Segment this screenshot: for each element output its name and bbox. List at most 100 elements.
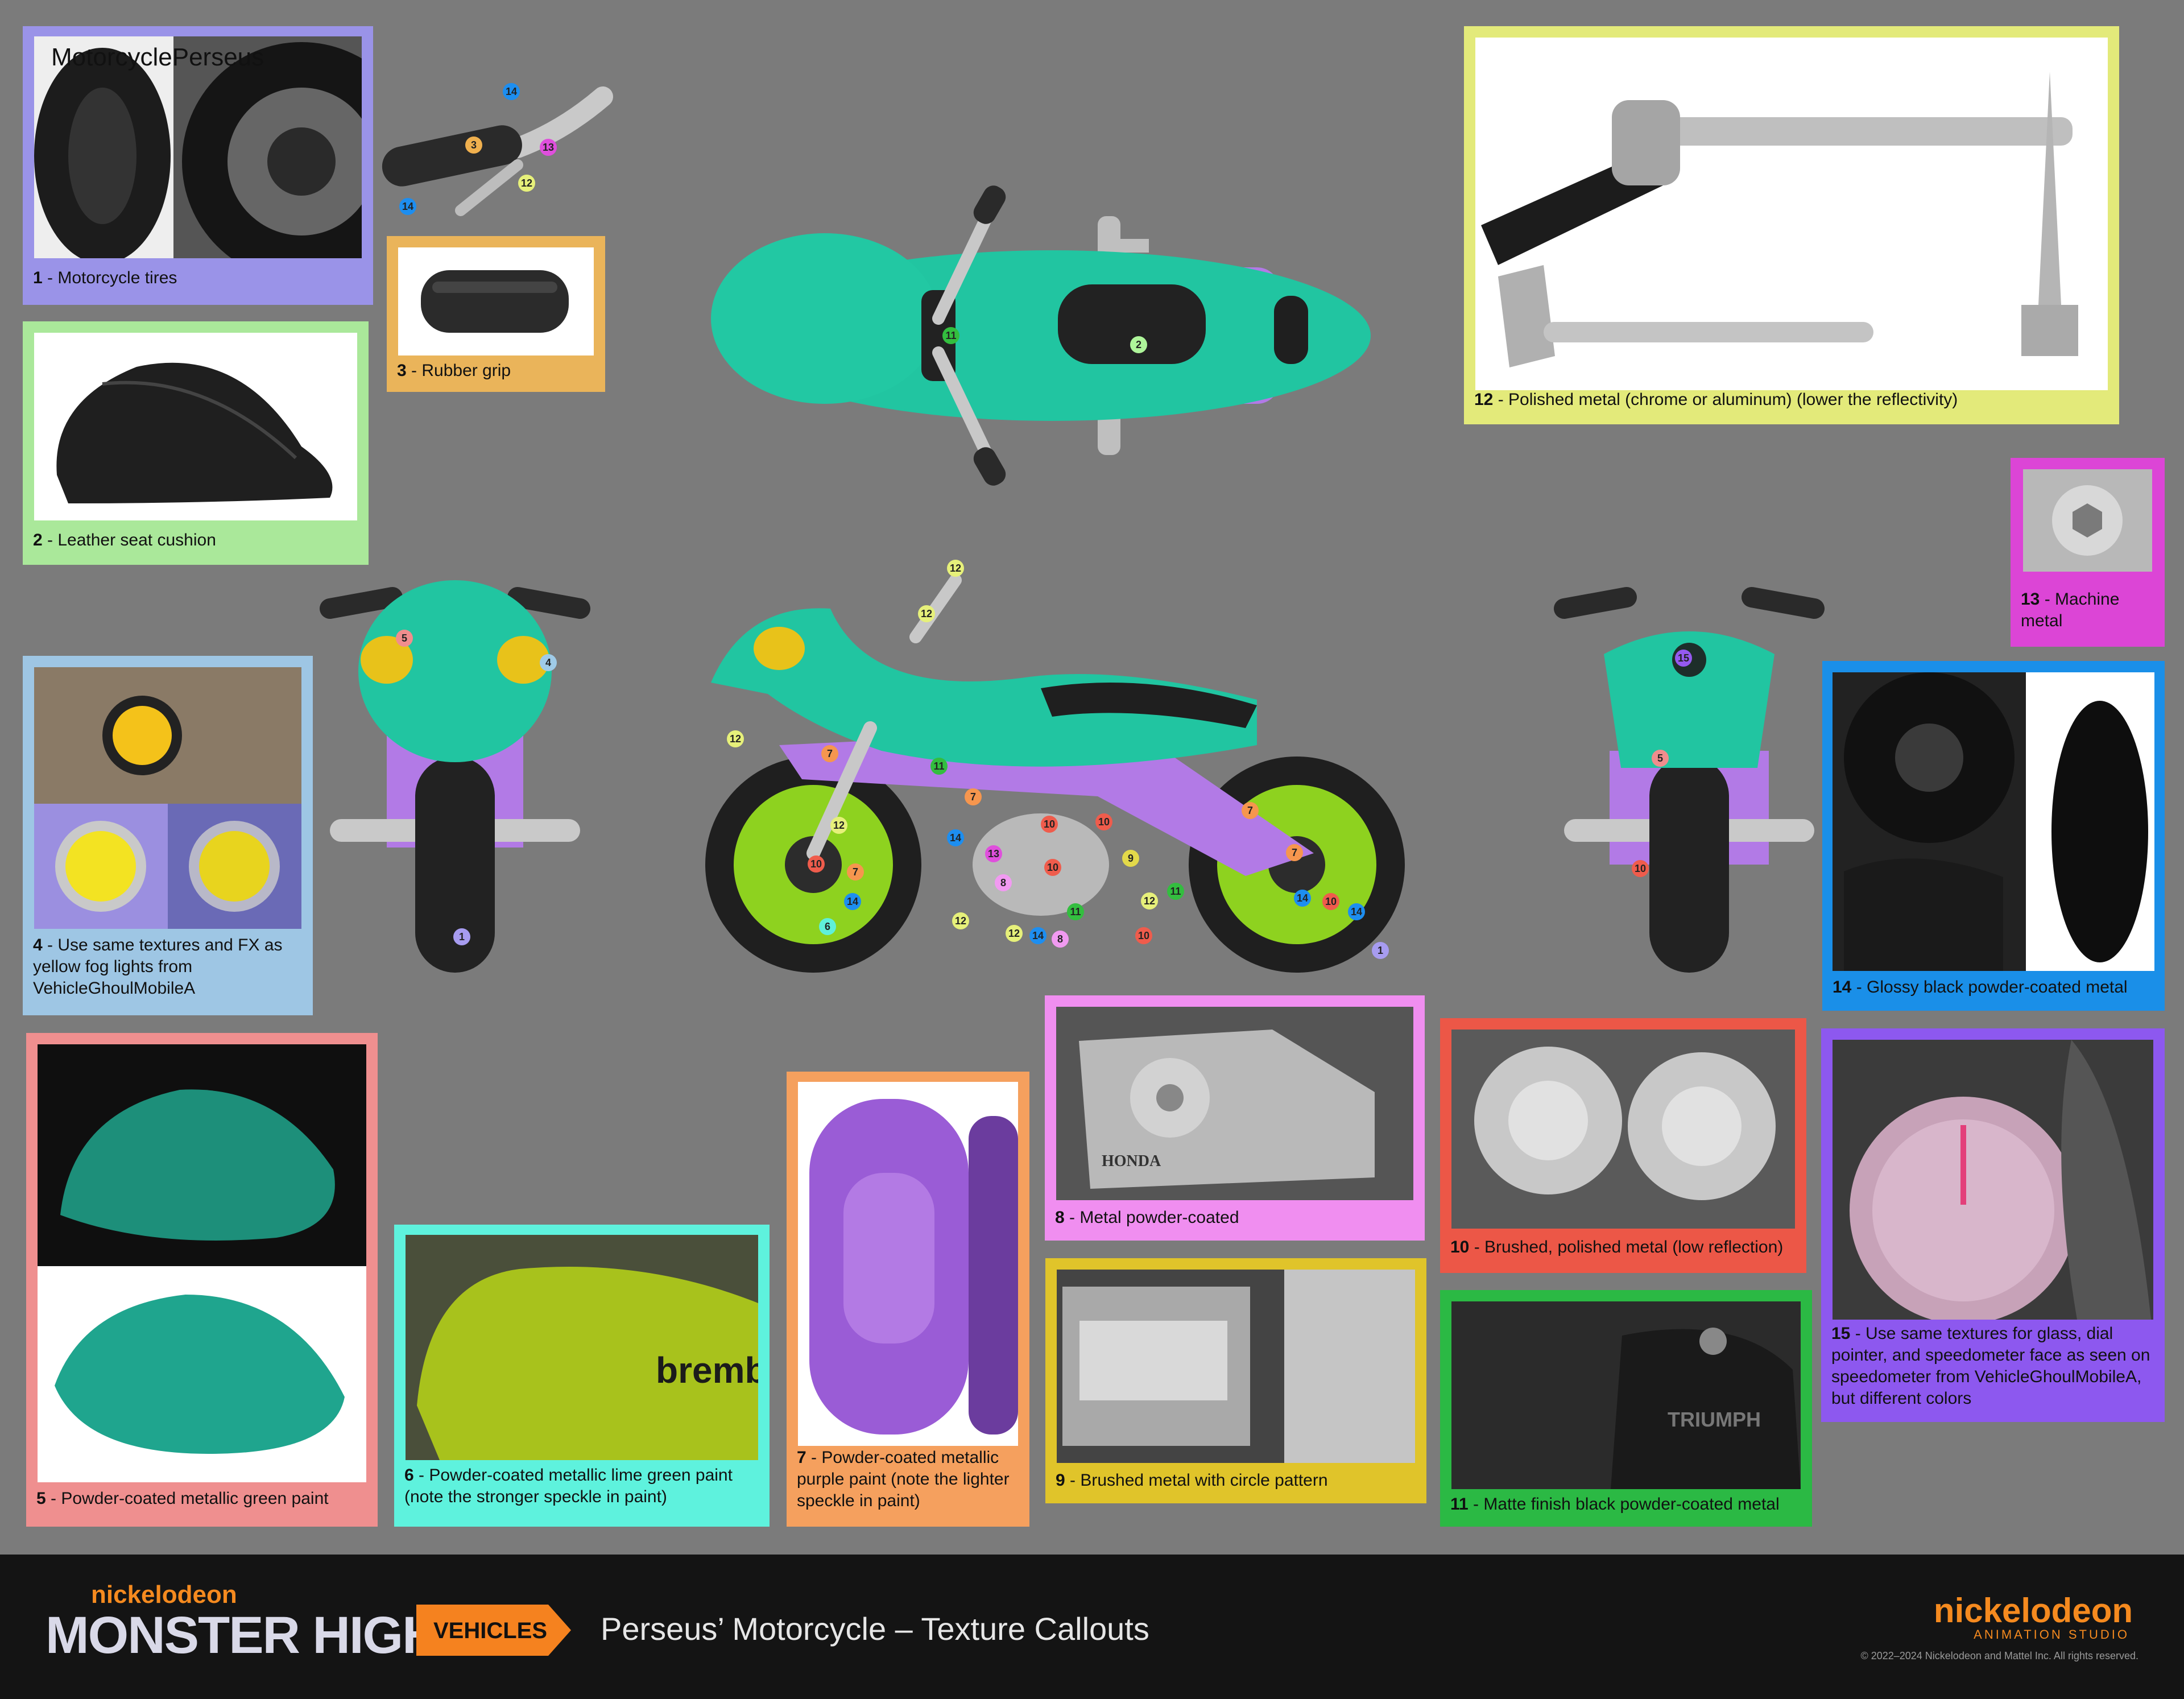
callout-panel-4: 4 - Use same textures and FX as yellow f… xyxy=(23,656,313,1015)
studio-logo-top: nickelodeon xyxy=(1933,1591,2133,1630)
motorcycle-rear-view xyxy=(1554,587,1825,973)
callout-text: - Motorcycle tires xyxy=(42,268,177,287)
callout-number: 4 xyxy=(33,936,43,954)
category-label: VEHICLES xyxy=(433,1618,548,1643)
page-title: Perseus’ Motorcycle – Texture Callouts xyxy=(601,1611,1149,1647)
category-tag: VEHICLES xyxy=(416,1605,548,1656)
marker-3: 3 xyxy=(465,137,482,154)
brand-title: MONSTER HIGH™ xyxy=(46,1606,455,1665)
marker-10: 10 xyxy=(1632,860,1649,877)
seat-photo xyxy=(34,333,357,520)
chrome-parts-photo xyxy=(1475,38,2108,390)
grip-detail-drawing xyxy=(382,86,613,216)
callout-text: - Use same textures for glass, dial poin… xyxy=(1831,1324,2150,1408)
callout-text: - Leather seat cushion xyxy=(42,531,216,549)
brembo-text: brembo xyxy=(656,1350,758,1391)
marker-1: 1 xyxy=(1372,942,1389,959)
grip-photo xyxy=(398,247,594,355)
callout-panel-7: 7 - Powder-coated metallic purple paint … xyxy=(787,1072,1029,1527)
brand-title-text: MONSTER HIGH xyxy=(46,1606,440,1664)
marker-12: 12 xyxy=(727,730,744,747)
callout-caption-12: 12 - Polished metal (chrome or aluminum)… xyxy=(1474,389,2111,411)
copyright-text: © 2022–2024 Nickelodeon and Mattel Inc. … xyxy=(1860,1650,2138,1661)
callout-caption-10: 10 - Brushed, polished metal (low reflec… xyxy=(1450,1237,1798,1258)
callout-number: 3 xyxy=(397,361,407,380)
speedometer-photo xyxy=(1833,1040,2153,1320)
callout-panel-5: 5 - Powder-coated metallic green paint xyxy=(26,1033,378,1527)
callout-caption-4: 4 - Use same textures and FX as yellow f… xyxy=(33,935,305,999)
green-paint-photo xyxy=(38,1044,366,1482)
callout-text: - Metal powder-coated xyxy=(1064,1208,1239,1227)
callout-caption-13: 13 - Machine metal xyxy=(2021,589,2157,632)
callout-number: 5 xyxy=(36,1489,46,1508)
fog-light-photo xyxy=(34,667,301,929)
motorcycle-front-view xyxy=(320,580,590,973)
callout-panel-15: 15 - Use same textures for glass, dial p… xyxy=(1821,1028,2165,1422)
marker-14: 14 xyxy=(844,893,861,910)
marker-11: 11 xyxy=(942,327,959,344)
marker-11: 11 xyxy=(1167,883,1184,900)
marker-7: 7 xyxy=(821,745,838,762)
callout-number: 2 xyxy=(33,531,43,549)
callout-caption-9: 9 - Brushed metal with circle pattern xyxy=(1056,1470,1418,1491)
callout-panel-10: 10 - Brushed, polished metal (low reflec… xyxy=(1440,1018,1806,1273)
marker-10: 10 xyxy=(1041,816,1058,833)
marker-14: 14 xyxy=(399,198,416,215)
marker-10: 10 xyxy=(1135,927,1152,944)
marker-15: 15 xyxy=(1675,650,1692,667)
callout-text: - Rubber grip xyxy=(406,361,511,380)
callout-number: 12 xyxy=(1474,390,1494,409)
callout-number: 8 xyxy=(1055,1208,1065,1227)
callout-text: - Brushed, polished metal (low reflectio… xyxy=(1469,1238,1784,1256)
marker-13: 13 xyxy=(540,139,557,156)
purple-paint-photo xyxy=(798,1082,1018,1446)
marker-7: 7 xyxy=(1286,844,1303,861)
marker-14: 14 xyxy=(1029,927,1046,944)
callout-number: 7 xyxy=(797,1448,806,1467)
callout-text: - Powder-coated metallic purple paint (n… xyxy=(797,1448,1010,1510)
callout-panel-14: 14 - Glossy black powder-coated metal xyxy=(1822,661,2165,1011)
marker-2: 2 xyxy=(1130,336,1147,353)
marker-10: 10 xyxy=(1322,893,1339,910)
marker-14: 14 xyxy=(947,829,964,846)
marker-8: 8 xyxy=(1052,931,1069,948)
callout-text: - Glossy black powder-coated metal xyxy=(1851,978,2128,997)
marker-12: 12 xyxy=(952,912,969,929)
marker-13: 13 xyxy=(985,845,1002,862)
marker-7: 7 xyxy=(1242,802,1259,819)
callout-number: 10 xyxy=(1450,1238,1470,1256)
callout-caption-15: 15 - Use same textures for glass, dial p… xyxy=(1831,1323,2157,1409)
callout-panel-12: 12 - Polished metal (chrome or aluminum)… xyxy=(1464,26,2119,424)
callout-panel-8: HONDA 8 - Metal powder-coated xyxy=(1045,995,1425,1241)
footer-bar: nickelodeon MONSTER HIGH™ VEHICLES Perse… xyxy=(0,1555,2184,1699)
callout-caption-3: 3 - Rubber grip xyxy=(397,360,597,382)
marker-11: 11 xyxy=(930,758,948,775)
motorcycle-side-view xyxy=(705,574,1405,973)
callout-number: 15 xyxy=(1831,1324,1851,1343)
triumph-text: TRIUMPH xyxy=(1668,1408,1761,1431)
marker-12: 12 xyxy=(918,605,935,622)
lime-caliper-photo: brembo xyxy=(406,1235,758,1460)
marker-1: 1 xyxy=(453,928,470,945)
callout-panel-11: TRIUMPH 11 - Matte finish black powder-c… xyxy=(1440,1290,1812,1527)
callout-caption-7: 7 - Powder-coated metallic purple paint … xyxy=(797,1447,1021,1512)
callout-panel-1: MotorcyclePerseus 1 - Motorcycle tires xyxy=(23,26,373,305)
callout-caption-11: 11 - Matte finish black powder-coated me… xyxy=(1450,1494,1804,1515)
marker-5: 5 xyxy=(1652,750,1669,767)
marker-12: 12 xyxy=(1006,925,1023,942)
callout-caption-14: 14 - Glossy black powder-coated metal xyxy=(1833,977,2157,998)
marker-14: 14 xyxy=(1294,890,1311,907)
marker-9: 9 xyxy=(1122,850,1139,867)
callout-text: - Brushed metal with circle pattern xyxy=(1065,1471,1328,1490)
marker-8: 8 xyxy=(995,874,1012,891)
marker-14: 14 xyxy=(1348,903,1365,920)
callout-caption-6: 6 - Powder-coated metallic lime green pa… xyxy=(404,1465,762,1508)
marker-7: 7 xyxy=(847,863,864,880)
marker-12: 12 xyxy=(830,817,847,834)
callout-text: - Matte finish black powder-coated metal xyxy=(1468,1495,1780,1514)
callout-caption-2: 2 - Leather seat cushion xyxy=(33,530,361,551)
polished-metal-photo xyxy=(1451,1030,1795,1229)
machine-bolt-photo xyxy=(2023,469,2152,572)
brand-small-text: nickelodeon xyxy=(91,1581,237,1609)
glossy-black-photo xyxy=(1833,672,2154,971)
